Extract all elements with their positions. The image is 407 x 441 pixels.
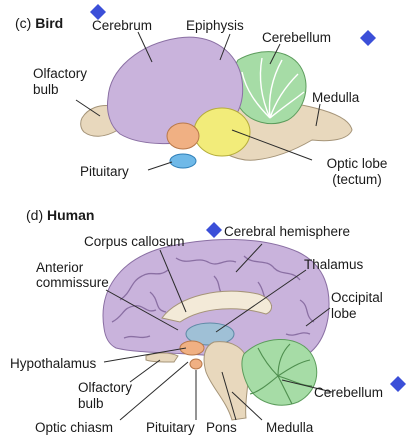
human-label-anterior-commissure-line2: commissure: [36, 275, 109, 290]
human-label-occipital-lobe-line2: lobe: [331, 306, 357, 321]
human-brain: [103, 239, 332, 420]
bird-optic-lobe-shape: [194, 108, 250, 156]
human-label-olfactory-bulb-line1: Olfactory: [78, 380, 132, 395]
human-label-corpus-callosum: Corpus callosum: [84, 234, 185, 249]
bird-hypothalamus-shape: [167, 123, 199, 149]
bird-label-epiphysis: Epiphysis: [186, 18, 244, 33]
bird-label-olfactory-bulb-line1: Olfactory: [33, 66, 87, 81]
diamond-marker: [360, 30, 376, 46]
bird-label-medulla: Medulla: [312, 90, 359, 105]
bird-label-optic-lobe-line1: Optic lobe: [316, 156, 398, 171]
bird-label-cerebrum: Cerebrum: [92, 18, 152, 33]
bird-label-pituitary: Pituitary: [80, 164, 129, 179]
human-label-pituitary: Pituitary: [146, 420, 195, 435]
bird-label-olfactory-bulb-line2: bulb: [33, 82, 59, 97]
human-label-anterior-commissure-line1: Anterior: [36, 260, 83, 275]
human-pituitary-shape: [190, 359, 202, 369]
human-label-thalamus: Thalamus: [304, 257, 363, 272]
human-panel-name: Human: [47, 207, 94, 223]
human-cerebellum-shape: [242, 339, 317, 405]
human-label-pons: Pons: [206, 420, 237, 435]
human-label-medulla: Medulla: [266, 420, 313, 435]
human-label-cerebral-hemisphere: Cerebral hemisphere: [224, 224, 350, 239]
bird-brain: [76, 32, 352, 170]
diamond-marker: [390, 376, 406, 392]
human-label-olfactory-bulb-line2: bulb: [78, 396, 104, 411]
bird-panel-title: (c) Bird: [15, 15, 63, 31]
human-label-hypothalamus: Hypothalamus: [10, 356, 96, 371]
human-brainstem-shape: [204, 342, 248, 420]
human-panel-title: (d) Human: [26, 207, 94, 223]
bird-panel-letter: (c): [15, 15, 31, 31]
human-label-cerebellum: Cerebellum: [314, 385, 383, 400]
bird-panel-name: Bird: [35, 15, 63, 31]
diamond-marker: [206, 222, 222, 238]
human-panel-letter: (d): [26, 207, 43, 223]
human-label-occipital-lobe-line1: Occipital: [331, 290, 383, 305]
bird-label-optic-lobe-line2: (tectum): [316, 172, 398, 187]
human-label-optic-chiasm: Optic chiasm: [35, 420, 113, 435]
bird-pituitary-shape: [170, 154, 196, 168]
bird-label-cerebellum: Cerebellum: [262, 30, 331, 45]
